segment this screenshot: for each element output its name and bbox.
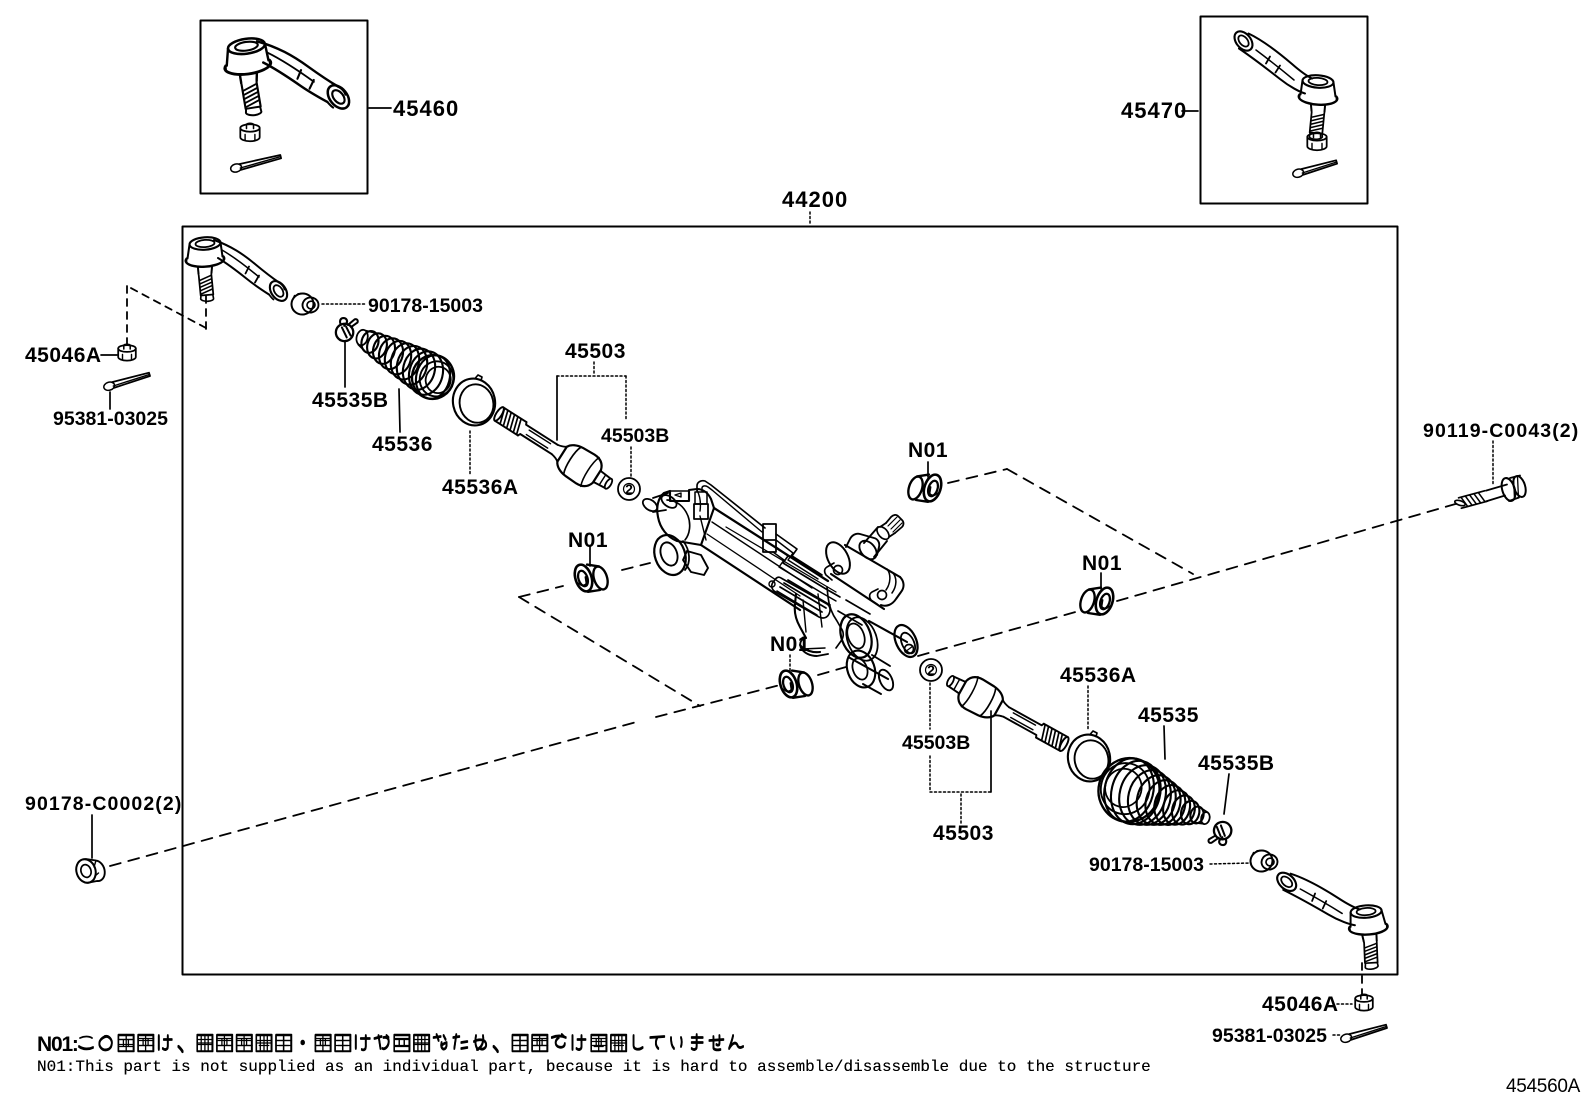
svg-text:45503: 45503 (933, 822, 994, 845)
svg-text:45535B: 45535B (312, 389, 389, 412)
svg-text:95381-03025: 95381-03025 (1212, 1025, 1327, 1047)
svg-text:N01:: N01: (37, 1033, 78, 1056)
svg-text:90119-C0043(2): 90119-C0043(2) (1423, 420, 1579, 442)
svg-text:45503B: 45503B (601, 425, 669, 447)
svg-text:454560A: 454560A (1506, 1076, 1581, 1097)
svg-text:N01: N01 (770, 633, 810, 656)
svg-text:45535: 45535 (1138, 704, 1199, 727)
svg-text:45535B: 45535B (1198, 752, 1275, 775)
svg-text:2: 2 (625, 481, 633, 497)
svg-text:N01: N01 (568, 529, 608, 552)
svg-text:45460: 45460 (393, 96, 459, 121)
svg-text:N01: N01 (1082, 552, 1122, 575)
svg-text:45536A: 45536A (1060, 664, 1137, 687)
svg-text:2: 2 (927, 662, 935, 678)
svg-text:45536A: 45536A (442, 476, 519, 499)
svg-text:44200: 44200 (782, 187, 848, 212)
svg-text:45046A: 45046A (1262, 993, 1339, 1016)
svg-text:N01:This part is not supplied: N01:This part is not supplied as an indi… (37, 1058, 1151, 1076)
svg-text:95381-03025: 95381-03025 (53, 408, 168, 430)
svg-text:N01: N01 (908, 439, 948, 462)
svg-text:45470: 45470 (1121, 98, 1187, 123)
svg-text:45046A: 45046A (25, 344, 102, 367)
svg-text:90178-15003: 90178-15003 (1089, 854, 1204, 876)
svg-text:90178-C0002(2): 90178-C0002(2) (25, 793, 182, 815)
svg-text:90178-15003: 90178-15003 (368, 295, 483, 317)
svg-text:45503: 45503 (565, 340, 626, 363)
svg-text:45503B: 45503B (902, 732, 970, 754)
svg-text:45536: 45536 (372, 433, 433, 456)
svg-text:N01:This part is not supplied: N01:This part is not supplied as an indi… (37, 1058, 1151, 1076)
